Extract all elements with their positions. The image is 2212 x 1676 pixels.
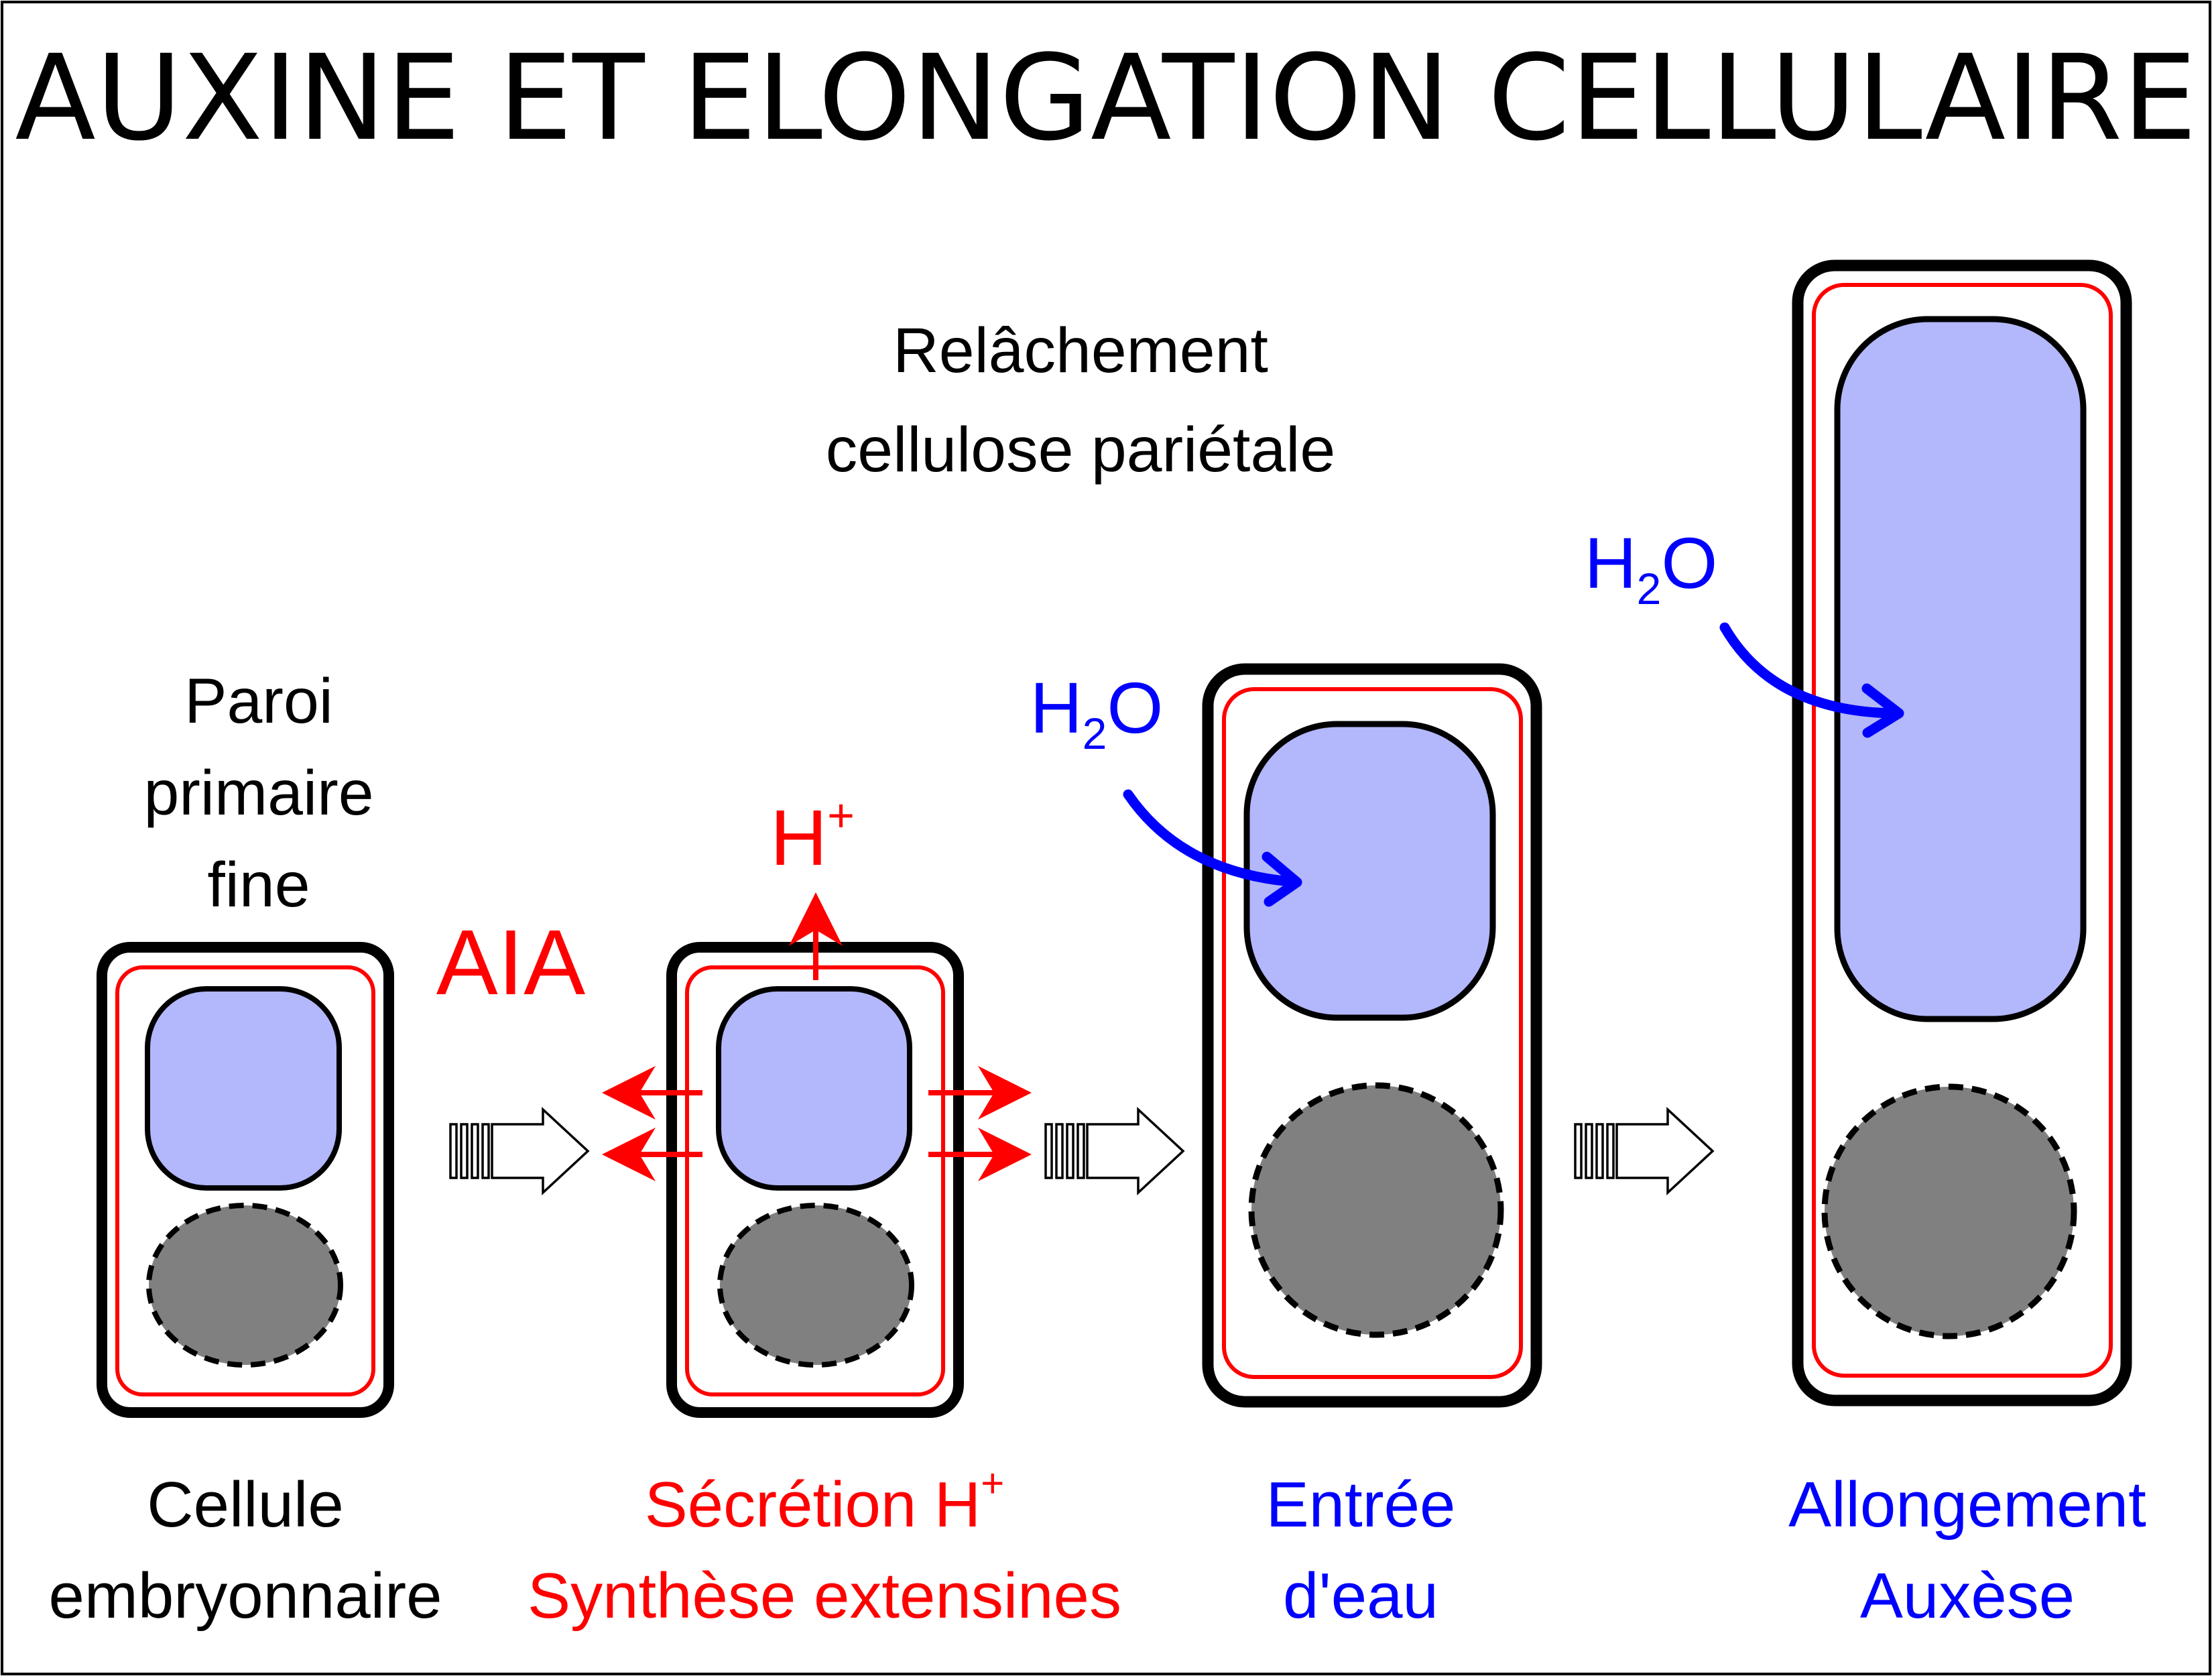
label-aia: AIA bbox=[436, 911, 585, 1014]
water-inflow-arrow bbox=[1719, 622, 1897, 719]
caption-step-3: Entrée d'eau bbox=[1266, 1469, 1456, 1632]
annotation-line: primaire bbox=[143, 758, 373, 829]
caption-line: Allongement bbox=[1788, 1469, 2146, 1541]
plasma-membrane bbox=[1222, 687, 1523, 1379]
caption-line: Auxèse bbox=[1860, 1560, 2075, 1632]
cell-water-entry bbox=[1123, 663, 1542, 1408]
cell-embryonic bbox=[97, 942, 394, 1418]
annotation-line: Relâchement bbox=[893, 315, 1268, 386]
water-inflow-arrow bbox=[1123, 789, 1296, 887]
cell-elongation bbox=[1719, 259, 2132, 1406]
caption-line: Entrée bbox=[1266, 1469, 1456, 1541]
nucleus bbox=[1248, 1082, 1504, 1338]
cell-secretion bbox=[602, 892, 1032, 1418]
caption-line: embryonnaire bbox=[49, 1560, 442, 1632]
caption-line: Cellule bbox=[147, 1469, 343, 1541]
annotation-line: Paroi bbox=[184, 666, 333, 737]
annotation-line: fine bbox=[207, 849, 310, 920]
progression-arrow-1 bbox=[449, 1106, 590, 1196]
water-inflow-arrowhead bbox=[1262, 851, 1302, 907]
nucleus bbox=[717, 1203, 914, 1368]
label-h2o-cell4: H2O bbox=[1585, 522, 1718, 613]
caption-line: Sécrétion H+ bbox=[645, 1461, 1005, 1541]
label-h2o-cell3: H2O bbox=[1030, 667, 1164, 758]
plasma-membrane bbox=[1812, 283, 2113, 1378]
progression-arrow-2 bbox=[1044, 1106, 1185, 1196]
progression-arrow-3 bbox=[1574, 1106, 1715, 1196]
caption-line: Synthèse extensines bbox=[528, 1560, 1121, 1632]
vacuole bbox=[716, 986, 912, 1191]
caption-step-2: Sécrétion H+ Synthèse extensines bbox=[528, 1461, 1121, 1632]
water-inflow-arrowhead bbox=[1861, 683, 1904, 738]
nucleus bbox=[1821, 1083, 2077, 1339]
caption-line: d'eau bbox=[1283, 1560, 1438, 1632]
vacuole bbox=[1834, 316, 2087, 1022]
caption-step-4: Allongement Auxèse bbox=[1788, 1469, 2146, 1632]
label-relachement: Relâchement cellulose pariétale bbox=[826, 315, 1335, 485]
caption-step-1: Cellule embryonnaire bbox=[49, 1469, 442, 1632]
vacuole bbox=[145, 986, 342, 1191]
plasma-membrane bbox=[115, 965, 375, 1396]
label-h-plus: H+ bbox=[770, 789, 855, 882]
page-title: AUXINE ET ELONGATION CELLULAIRE bbox=[15, 29, 2197, 167]
label-paroi-primaire-fine: Paroi primaire fine bbox=[143, 666, 373, 920]
annotation-line: cellulose pariétale bbox=[826, 414, 1335, 485]
nucleus bbox=[146, 1203, 343, 1368]
